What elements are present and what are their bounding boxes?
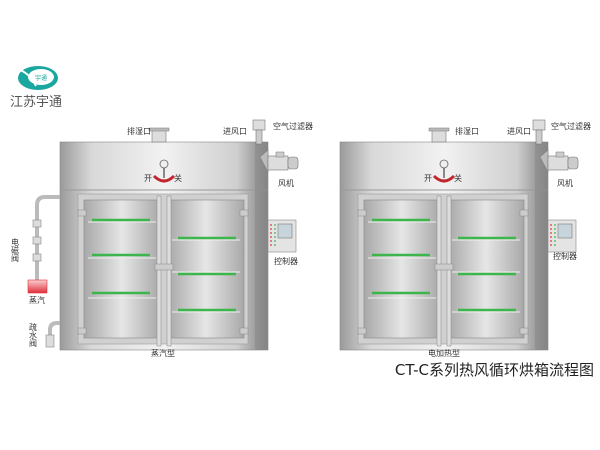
steam-trap-icon <box>45 334 55 348</box>
air-filter-label: 空气过滤器 <box>551 121 591 131</box>
diagram-title: CT-C系列热风循环烘箱流程图 <box>395 361 594 379</box>
steam-source-box <box>27 279 48 294</box>
steam-label: 蒸汽 <box>29 295 45 305</box>
logo-text: 宇通 <box>35 74 47 82</box>
brand-logo: 宇通 <box>18 66 58 90</box>
switch-off-label: 关 <box>454 173 462 183</box>
fan-label: 风机 <box>557 178 573 188</box>
electric-oven <box>338 118 580 352</box>
steam-pipe <box>27 195 60 348</box>
air-filter-label: 空气过滤器 <box>273 121 313 131</box>
switch-off-label: 关 <box>174 173 182 183</box>
electric-oven-trays <box>372 218 516 312</box>
air-inlet-label: 进风口 <box>223 127 247 136</box>
steam-oven <box>58 118 300 352</box>
solenoid-valve-label: 电磁阀 <box>11 237 20 263</box>
exhaust-label: 排湿口 <box>127 126 151 136</box>
switch-on-label: 开 <box>424 174 432 183</box>
electric-oven-type: 电加热型 <box>428 348 460 358</box>
controller-label: 控制器 <box>274 256 298 266</box>
brand-name: 江苏宇通 <box>10 94 62 110</box>
solenoid-valve-icon <box>32 219 42 228</box>
steam-trap-label: 疏水阀 <box>29 322 38 348</box>
controller-label: 控制器 <box>553 251 577 261</box>
fan-label: 风机 <box>278 178 294 188</box>
switch-on-label: 开 <box>144 174 152 183</box>
steam-oven-trays <box>92 218 236 312</box>
steam-oven-type: 蒸汽型 <box>151 348 175 358</box>
exhaust-label: 排湿口 <box>455 126 479 136</box>
air-inlet-label: 进风口 <box>507 127 531 136</box>
